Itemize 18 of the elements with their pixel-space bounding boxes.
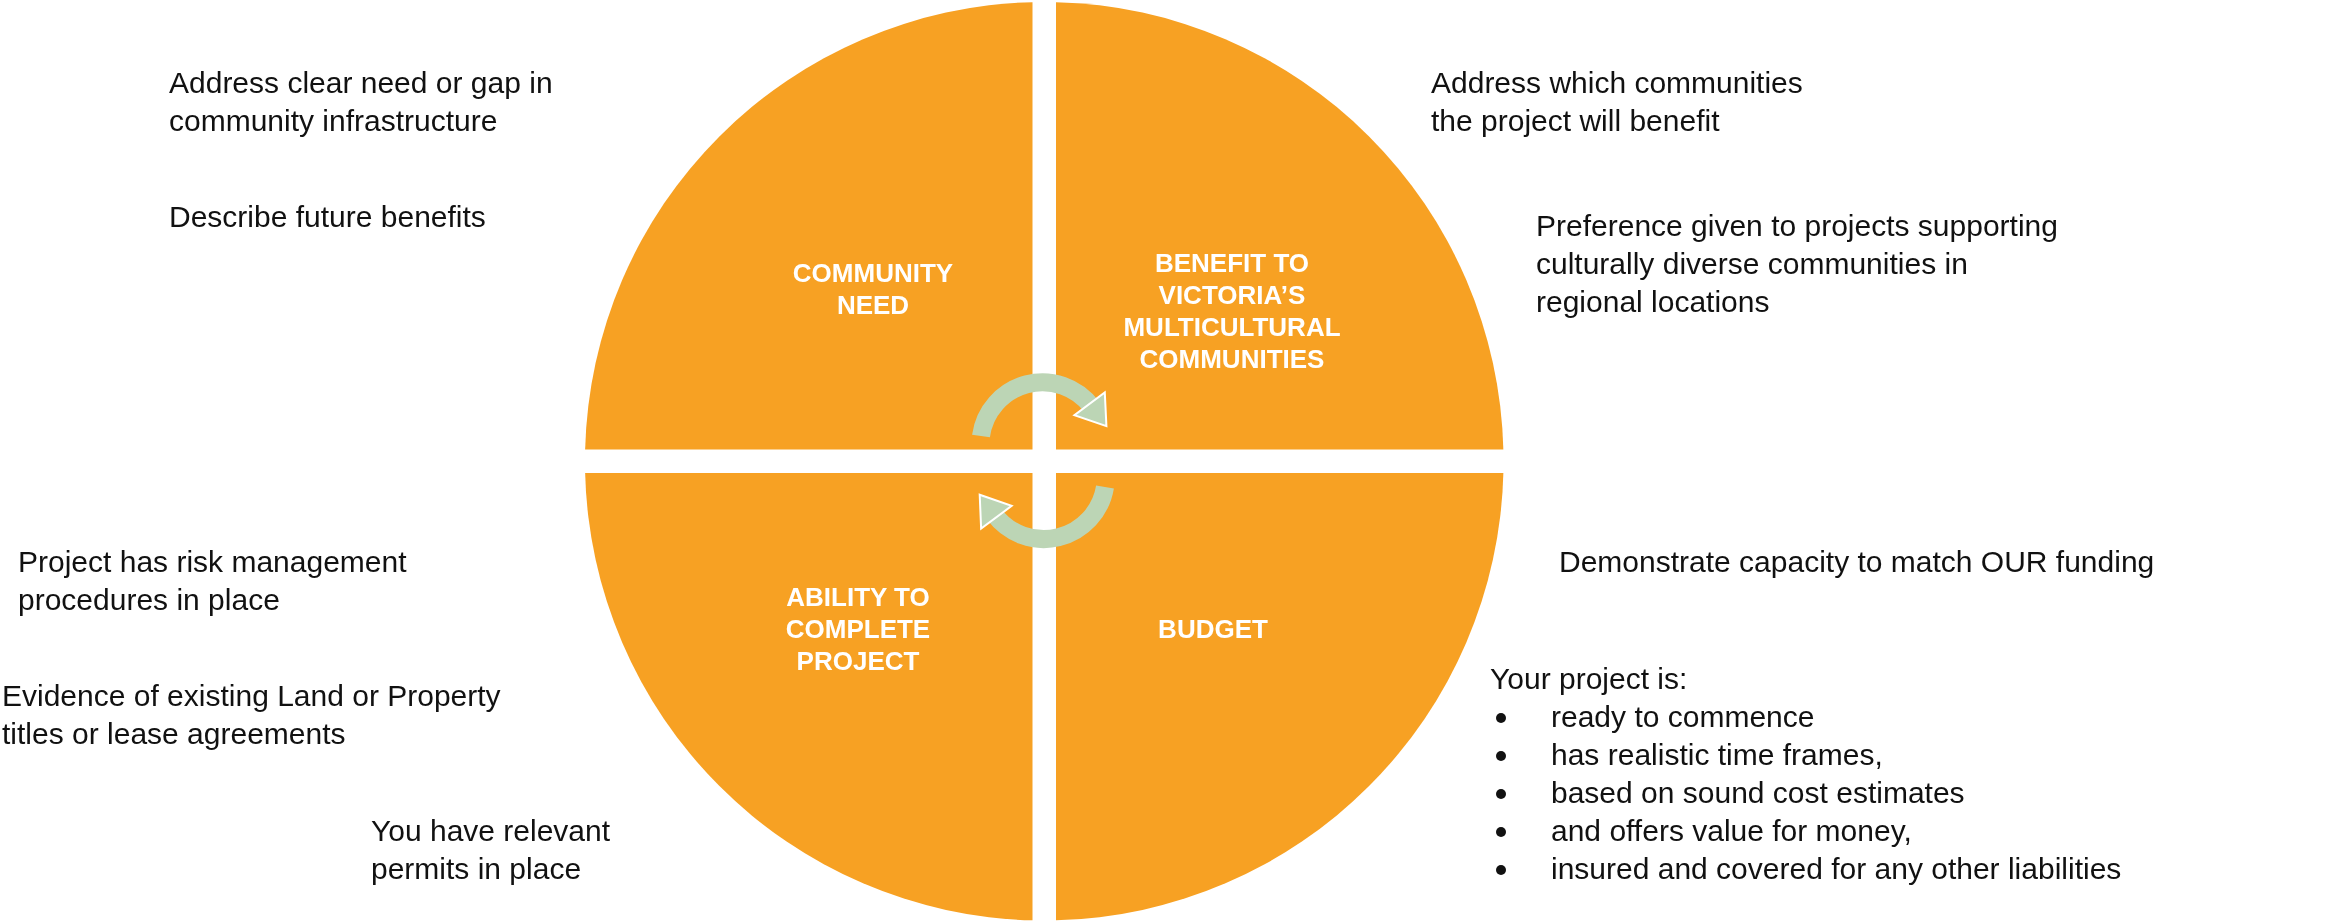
quadrant-title: ABILITY TO COMPLETE PROJECT (784, 581, 932, 677)
description-text: Evidence of existing Land or Property titles or lease agreements (2, 678, 502, 752)
description-text: Your project is: (1490, 661, 1689, 697)
bullet-item-text: and offers value for money, (1551, 813, 1913, 849)
quadrant-title: BUDGET (1157, 613, 1269, 645)
description-text: Project has risk management procedures in place (18, 544, 408, 618)
description-text: Address which communities the project will benefit (1431, 65, 1804, 139)
description-text: Describe future benefits (169, 199, 487, 235)
description-text: Preference given to projects supporting culturally diverse communities in regional locations (1536, 208, 2059, 320)
bullet-item-text: insured and covered for any other liabilities (1551, 851, 2123, 887)
description-text: Address clear need or gap in community infrastructure (169, 65, 554, 139)
description-text: Demonstrate capacity to match OUR funding (1559, 544, 2156, 580)
quadrant-title: COMMUNITY NEED (791, 257, 955, 321)
description-text: You have relevant permits in place (371, 813, 612, 887)
bullet-item-text: ready to commence (1551, 699, 1816, 735)
quadrant-title: BENEFIT TO VICTORIA’S MULTICULTURAL COMMUNITIES (1122, 247, 1342, 375)
bullet-item-text: has realistic time frames, (1551, 737, 1884, 773)
bullet-item-text: based on sound cost estimates (1551, 775, 1966, 811)
